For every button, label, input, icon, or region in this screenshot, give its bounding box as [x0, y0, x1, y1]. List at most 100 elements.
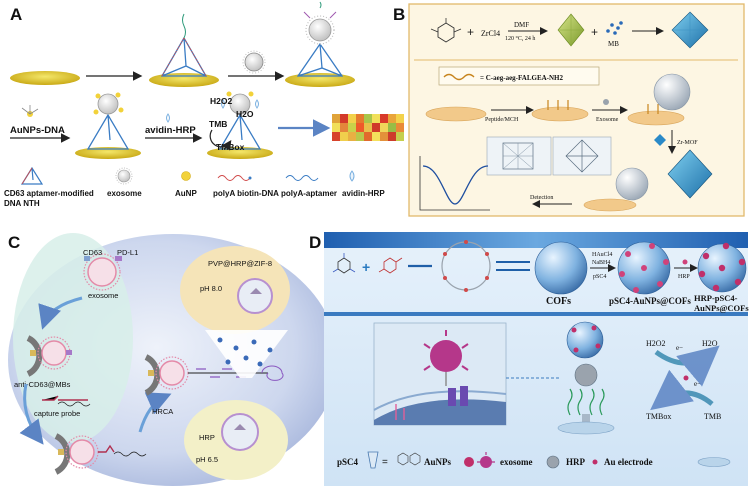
peptide-label: = C-aeg-aeg-FALGEA-NH2 [480, 74, 563, 82]
release-funnel [205, 330, 288, 378]
legend-a-label-3: polyA biotin-DNA [213, 189, 279, 198]
heatmap-cell [340, 114, 348, 123]
avidin-hrp-icon [349, 170, 355, 182]
heatmap-cell [388, 114, 396, 123]
h2o2-label-a: H2O2 [210, 96, 232, 106]
mb-dots-icon [606, 21, 623, 35]
legend-a: CD63 aptamer-modified exosome AuNP polyA… [4, 166, 385, 198]
exosome-zoom [423, 330, 469, 386]
conditions-label: 120 °C, 24 h [505, 35, 535, 42]
h2o2-label-d: H2O2 [646, 339, 666, 348]
legend-d-label-1: AuNPs [424, 457, 452, 467]
cof-ring-icon [441, 240, 491, 292]
arrow-c1 [38, 296, 83, 330]
zr-mof-mini-icon [654, 134, 666, 146]
heatmap-cell [332, 123, 340, 132]
hrp-tetrahedron-pad-5 [207, 91, 273, 159]
hrca-label: HRCA [152, 407, 173, 416]
ph-high-label: pH 8.0 [200, 284, 222, 293]
electrode-peptide-b2 [531, 100, 589, 122]
exosome-icon [477, 452, 495, 468]
heatmap-cell [372, 114, 380, 123]
detection-label: Detection [530, 195, 553, 201]
heatmap-cell [340, 123, 348, 132]
electron-label-top: e− [676, 344, 683, 352]
h2o-label-a: H2O [236, 109, 254, 119]
avidin-hrp-reagent-icon [166, 113, 170, 123]
crystal-lattice-icon [502, 142, 534, 170]
polya-biotin-dna-icon [217, 175, 252, 181]
legend-a-label-1: exosome [107, 189, 142, 198]
legend-d-label-2: exosome [500, 457, 533, 467]
electrode-exosome-b3 [627, 73, 691, 126]
plus-d: + [362, 259, 370, 275]
psc4-icon [367, 451, 379, 469]
heatmap-cell [332, 132, 340, 141]
heatmap-cell [364, 132, 372, 141]
beads-label: anti-CD63@MBs [14, 380, 71, 389]
electrode-assembly [557, 321, 615, 435]
heatmap-cell [356, 114, 364, 123]
polya-aptamer-icon [285, 175, 319, 181]
exosome-step-label: Exosome [596, 117, 619, 123]
catalysis-arrow-top [654, 345, 720, 387]
magnetic-bead-2 [54, 433, 147, 475]
membrane-illustration [373, 386, 507, 425]
plus-b1: + [467, 25, 474, 39]
hrp-c-label: HRP [199, 433, 215, 442]
peptide-box [438, 66, 600, 86]
arrow-c2 [19, 383, 44, 445]
magnetic-bead-3 [144, 354, 284, 396]
zr-mof-label: Zr-MOF [677, 140, 698, 146]
heatmap-cell [340, 132, 348, 141]
hrp-composite-label-line1: HRP-pSC4- [694, 293, 738, 303]
tetrahedron-exosome-pad-3 [285, 1, 355, 87]
heatmap-cell [396, 123, 404, 132]
linker-molecule-icon [430, 18, 462, 43]
mof-sphere-b4 [583, 149, 713, 212]
psc4-aunps-cofs-label: pSC4-AuNPs@COFs [609, 296, 691, 306]
aunps-dna-label: AuNPs-DNA [10, 125, 65, 136]
avidin-hrp-label: avidin-HRP [145, 125, 196, 136]
legend-a-label-4: polyA-aptamer [281, 189, 337, 198]
capture-probe-icon [42, 395, 91, 407]
hrp-center-dot [683, 375, 689, 381]
reagent-label: ZrCl4 [481, 29, 500, 38]
tmb-label-a: TMB [209, 119, 227, 129]
peptide-mch-label: Peptide/MCH [485, 117, 519, 123]
heatmap-cell [372, 123, 380, 132]
hrp-psc4-aunps-cofs-sphere [697, 242, 747, 293]
hrp-legend-dot [592, 459, 598, 465]
heatmap-cell [380, 123, 388, 132]
panel-c: C CD63 PD-L1 exosome anti-CD63@MBs captu… [8, 233, 338, 486]
hrp-mini-dot [682, 259, 688, 265]
equals-legend-d: = [382, 457, 388, 468]
legend-d-label-4: Au electrode [604, 457, 653, 467]
exosome-dot-b [603, 99, 609, 105]
psc4-aunps-cofs-sphere [617, 241, 671, 295]
electrode-b1 [425, 106, 487, 122]
exosome-c-label: exosome [88, 291, 118, 300]
panel-b-letter: B [393, 5, 405, 24]
heatmap-cell [364, 123, 372, 132]
psc4-arrow-label: pSC4 [593, 274, 606, 280]
aunp-tetrahedron-pad-4 [75, 92, 141, 159]
heatmap-cell [380, 132, 388, 141]
cd63-label: CD63 [83, 248, 102, 257]
monomer-2-icon [378, 257, 403, 274]
mb-label: MB [608, 40, 619, 48]
hrp-icon [546, 455, 560, 469]
heatmap-cell [396, 114, 404, 123]
tetrahedron-pad-2 [149, 13, 219, 87]
catalysis-arrow-bottom [650, 369, 714, 411]
aunp-icon [181, 171, 191, 181]
panel-d: D + COFs HAuCl4 NaBH4 pSC [309, 232, 749, 486]
exosome-icon [115, 167, 133, 185]
solvent-label: DMF [514, 21, 529, 29]
mb-loaded-mof-icon [671, 11, 709, 49]
tetrahedron-icon [20, 166, 44, 185]
panel-d-top-band [324, 232, 748, 248]
exosome-reagent-icon [242, 50, 266, 74]
